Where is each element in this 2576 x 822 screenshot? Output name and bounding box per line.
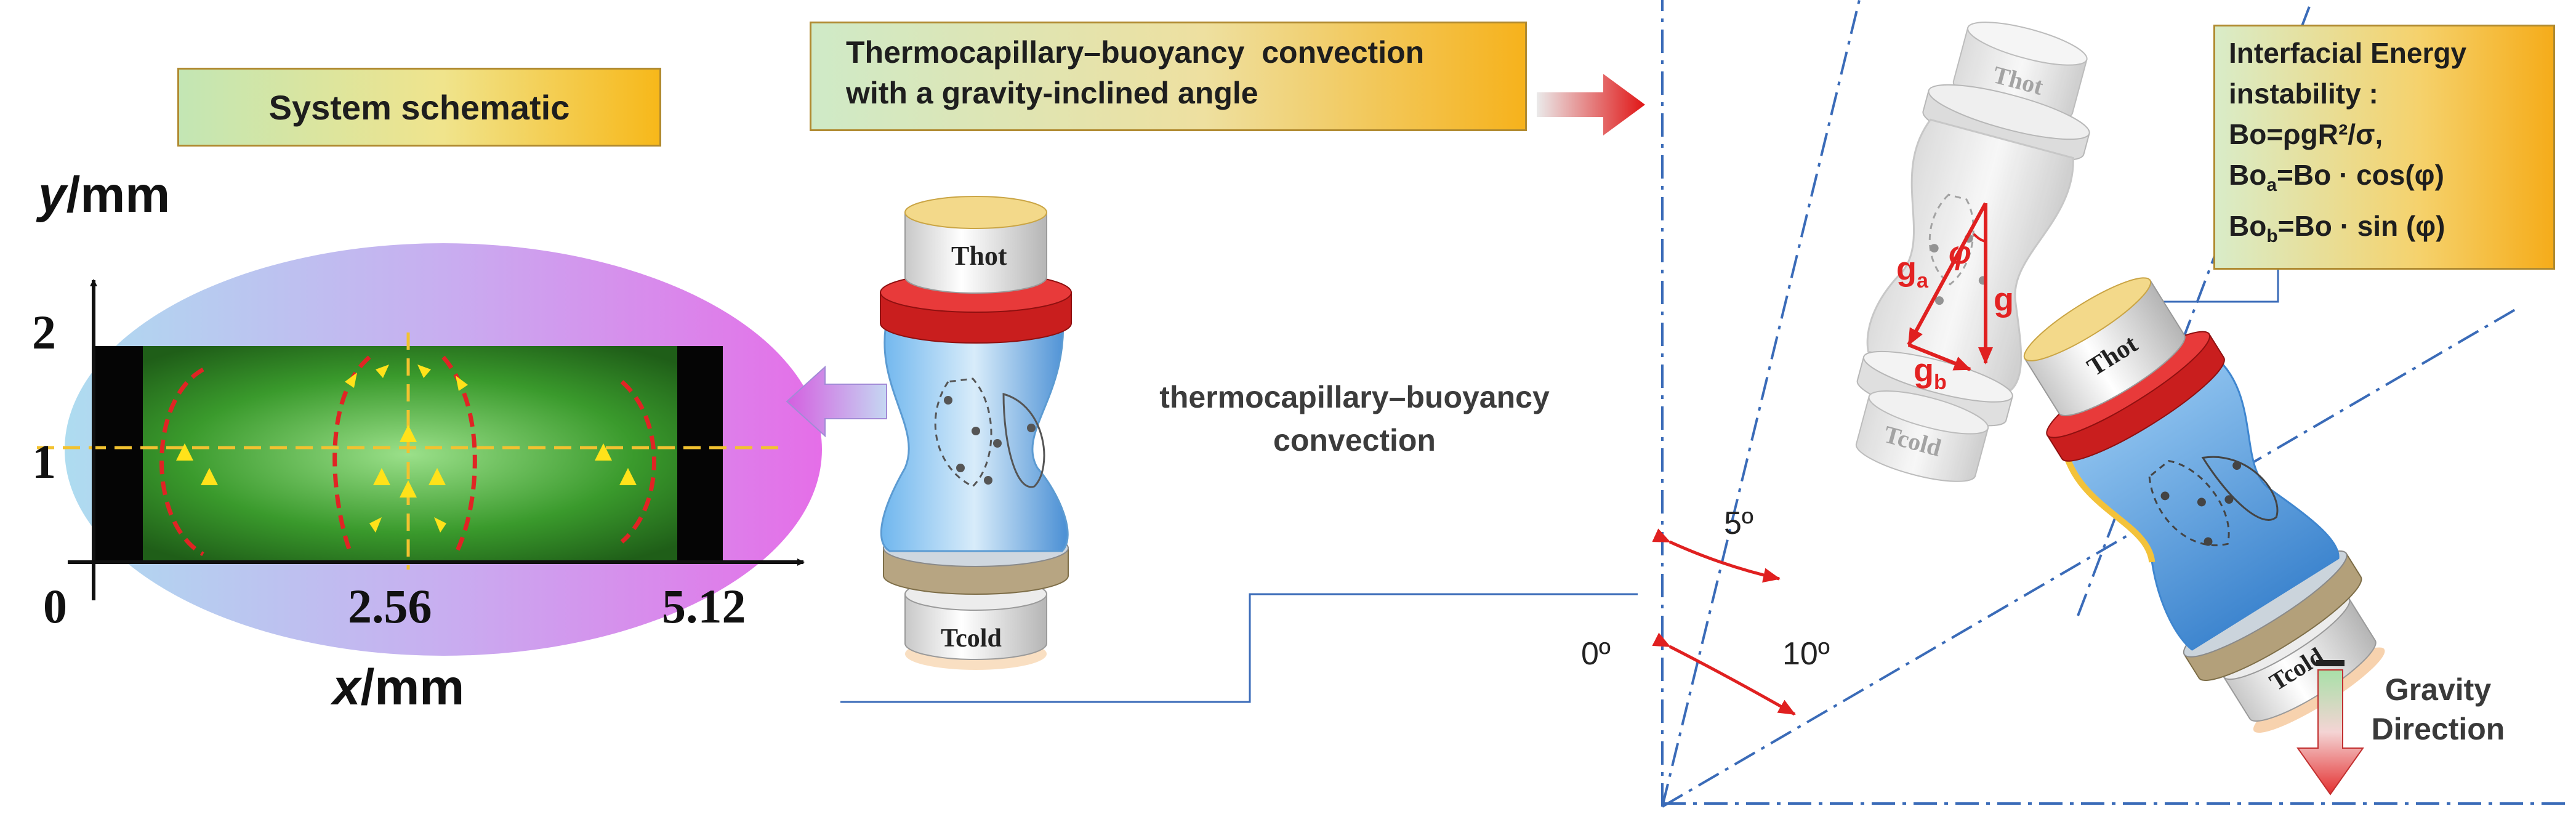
schematic-panel <box>37 243 822 656</box>
piv-mask-left <box>94 346 143 563</box>
inclined-convection-line1: Thermocapillary–buoyancy convection <box>846 35 1425 70</box>
x-tick-5-12: 5.12 <box>662 579 746 633</box>
phi-arc <box>1973 233 1986 243</box>
angle-label-5: 5º <box>1724 506 1753 541</box>
return-arrow <box>786 365 887 438</box>
angle-label-10: 10º <box>1782 636 1830 672</box>
angle-arc-10deg <box>1652 632 1796 716</box>
gb-vector <box>1907 343 1971 371</box>
svg-text:g: g <box>1994 281 2014 318</box>
x-tick-0: 0 <box>43 579 67 633</box>
angle-arc-5deg <box>1652 528 1781 583</box>
svg-text:φ: φ <box>1949 235 1971 271</box>
inclined-axis-5deg <box>1661 0 1861 807</box>
system-schematic-title: System schematic <box>177 68 661 147</box>
flow-arrows <box>176 365 637 533</box>
x-axis-label: x/mm <box>332 659 465 715</box>
piv-mask-right <box>677 346 723 563</box>
gravity-arrow <box>2296 660 2364 796</box>
connector-line <box>840 593 1638 703</box>
energy-line2: instability : <box>2229 78 2378 110</box>
tilted-bridge: Thot Tcold <box>2023 277 2385 733</box>
center-bridge: Thot Tcold <box>880 196 1072 670</box>
convection-label: thermocapillary–buoyancy convection <box>1159 380 1550 457</box>
svg-text:Thot: Thot <box>951 241 1007 271</box>
gb-sub: b <box>1934 371 1947 394</box>
vortex-outline-right <box>620 380 656 544</box>
angle-label-0: 0º <box>1581 636 1611 672</box>
y-tick-2: 2 <box>32 305 56 359</box>
ga-sub: a <box>1917 269 1929 292</box>
svg-text:Tcold: Tcold <box>941 624 1002 653</box>
gravity-vectors: g ga gb φ <box>1896 202 2014 394</box>
energy-line1: Interfacial Energy <box>2229 37 2467 69</box>
bond-number-b: Bob=Bo · sin (φ) <box>2229 210 2445 247</box>
interfacial-energy-box: Interfacial Energy instability : Bo=ρgR²… <box>2213 25 2555 270</box>
vortex-outline-left <box>159 367 204 557</box>
inclined-convection-line2: with a gravity-inclined angle <box>846 76 1258 110</box>
ga-vector <box>1907 202 1987 346</box>
center-hot-label: Thot <box>951 241 1007 271</box>
transition-arrow <box>1537 74 1645 135</box>
bond-number-a: Boa=Bo · cos(φ) <box>2229 159 2444 196</box>
inclined-convection-box: Thermocapillary–buoyancy convection with… <box>810 22 1527 131</box>
x-tick-2-56: 2.56 <box>348 579 432 633</box>
y-axis-label: y/mm <box>38 167 171 223</box>
g-label: g <box>1994 281 2014 318</box>
center-cold-label: Tcold <box>941 624 1002 653</box>
y-tick-1: 1 <box>32 435 56 488</box>
gravity-direction-label: Gravity Direction <box>2371 672 2505 746</box>
bond-number: Bo=ρgR²/σ, <box>2229 118 2383 150</box>
phi-label: φ <box>1949 235 1971 271</box>
